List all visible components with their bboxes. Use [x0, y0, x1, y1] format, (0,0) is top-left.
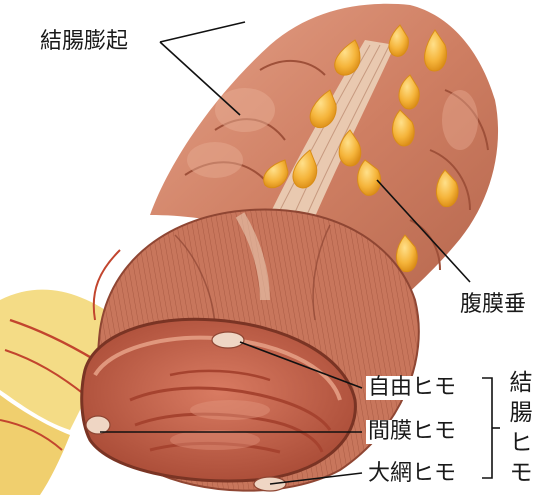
label-mesocolic-taenia: 間膜ヒモ	[366, 420, 458, 444]
label-omental-taenia: 大網ヒモ	[366, 462, 458, 486]
label-free-taenia: 自由ヒモ	[366, 376, 458, 400]
label-epiploic-appendices: 腹膜垂	[458, 293, 528, 317]
label-haustra: 結腸膨起	[38, 30, 130, 54]
label-taeniae-coli: 結腸ヒモ	[508, 368, 534, 488]
